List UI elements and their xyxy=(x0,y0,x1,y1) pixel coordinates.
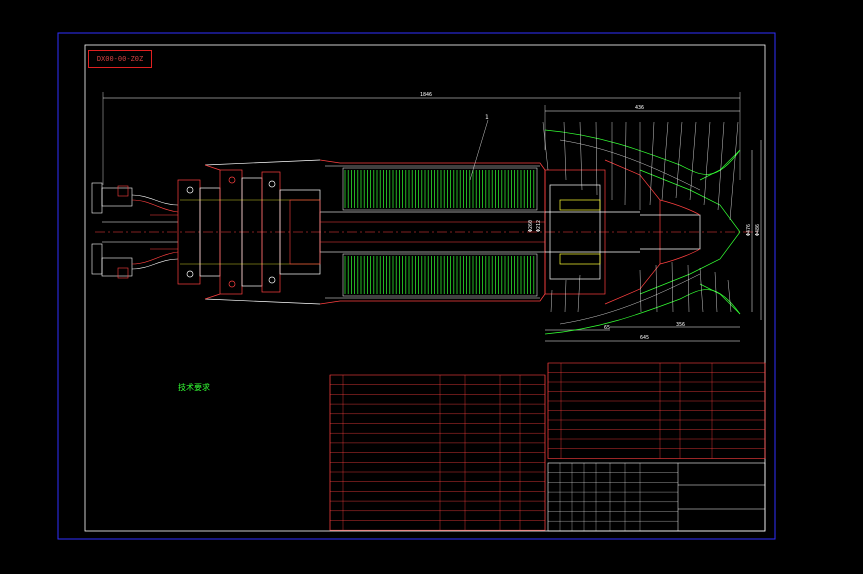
inner-border xyxy=(84,44,766,532)
bom-right-grid xyxy=(547,362,766,459)
center-dim-1-label: Φ260 xyxy=(528,220,534,232)
title-block-grid xyxy=(547,462,766,532)
pump-impeller-section xyxy=(544,159,701,305)
rotor-shaft xyxy=(289,199,546,265)
top-callout-leaders xyxy=(542,121,739,221)
outer-border xyxy=(57,32,776,540)
stator-winding-bottom xyxy=(342,253,538,297)
tech-notes-title: 技术要求 xyxy=(178,383,210,392)
shaft-end-assembly xyxy=(91,182,179,279)
stator-winding-top xyxy=(342,167,538,211)
bottom-dim-1-label: 65 xyxy=(604,325,610,331)
center-dim-2-label: Φ212 xyxy=(536,220,542,232)
right-top-dim-label: 436 xyxy=(635,105,644,111)
motor-seal-section xyxy=(177,159,321,305)
bom-left-grid xyxy=(329,374,546,531)
bottom-callout-leaders xyxy=(550,261,732,313)
callout-1-label: 1 xyxy=(485,114,489,121)
right-vdim-1-label: Φ476 xyxy=(746,224,752,236)
bottom-dim-2-label: 356 xyxy=(676,322,685,328)
drawing-code-box: DX00-00-Z0Z xyxy=(88,50,152,68)
bottom-dim-3-label: 645 xyxy=(640,335,649,341)
callout-1-leader xyxy=(469,119,489,181)
right-vdim-2-label: Φ486 xyxy=(755,224,761,236)
overall-length-label: 1846 xyxy=(420,92,432,98)
